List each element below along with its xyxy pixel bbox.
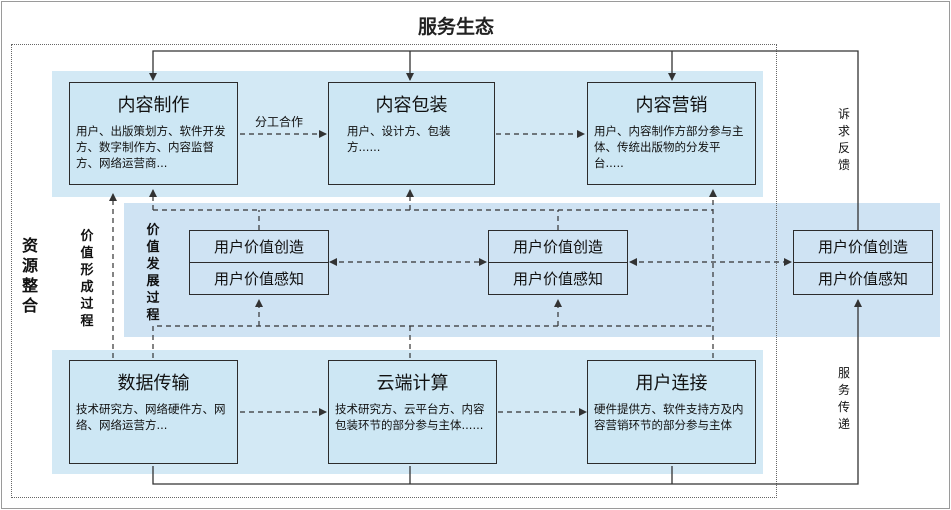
user-connection-box: 用户连接 硬件提供方、软件支持方及内容营销环节的部分参与主体 (587, 360, 756, 464)
data-transmission-box: 数据传输 技术研究方、网络硬件方、网络、网络运营方... (69, 360, 238, 464)
content-marketing-box: 内容营销 用户、内容制作方部分参与主体、传统出版物的分发平台..... (587, 82, 756, 185)
value-box-3: 用户价值创造 用户价值感知 (793, 230, 933, 295)
cloud-computing-box: 云端计算 技术研究方、云平台方、内容包装环节的部分参与主体...... (328, 360, 497, 464)
service-delivery-label: 服务传递 (837, 366, 850, 431)
content-marketing-desc: 用户、内容制作方部分参与主体、传统出版物的分发平台..... (594, 124, 744, 170)
diagram-title: 服务生态 (417, 16, 494, 38)
content-packaging-box: 内容包装 用户、设计方、包装方...... (328, 82, 495, 185)
value-perceive-3: 用户价值感知 (817, 269, 908, 288)
value-development-label: 价值发展过程 (146, 223, 160, 323)
content-packaging-title: 内容包装 (375, 95, 448, 116)
content-production-title: 内容制作 (117, 95, 190, 116)
content-production-box: 内容制作 用户、出版策划方、软件开发方、数字制作方、内容监督方、网络运营商... (69, 82, 238, 185)
value-create-1: 用户价值创造 (190, 231, 328, 263)
user-connection-desc: 硬件提供方、软件支持方及内容营销环节的部分参与主体 (594, 402, 744, 432)
data-transmission-title: 数据传输 (117, 373, 190, 394)
service-ecosystem-border (11, 44, 777, 498)
user-connection-title: 用户连接 (635, 373, 708, 394)
value-perceive-2: 用户价值感知 (512, 269, 603, 288)
feedback-label: 诉求反馈 (837, 107, 850, 172)
value-create-2: 用户价值创造 (489, 231, 627, 263)
content-packaging-desc: 用户、设计方、包装方...... (347, 124, 451, 154)
content-marketing-title: 内容营销 (635, 95, 708, 116)
data-transmission-desc: 技术研究方、网络硬件方、网络、网络运营方... (76, 402, 226, 432)
value-box-2: 用户价值创造 用户价值感知 (488, 230, 628, 295)
cloud-computing-title: 云端计算 (376, 373, 449, 394)
value-create-3: 用户价值创造 (794, 231, 932, 263)
cloud-computing-desc: 技术研究方、云平台方、内容包装环节的部分参与主体...... (335, 402, 485, 432)
division-cooperation-label: 分工合作 (255, 115, 304, 129)
delivery-loop-line (152, 299, 862, 485)
feedback-loop-line (149, 50, 859, 230)
content-production-desc: 用户、出版策划方、软件开发方、数字制作方、内容监督方、网络运营商... (76, 124, 226, 170)
value-bus-bottom (152, 325, 713, 358)
resource-integration-label: 资源整合 (21, 236, 38, 315)
value-perceive-1: 用户价值感知 (213, 269, 304, 288)
value-formation-label: 价值形成过程 (80, 229, 94, 329)
value-box-1: 用户价值创造 用户价值感知 (189, 230, 329, 295)
